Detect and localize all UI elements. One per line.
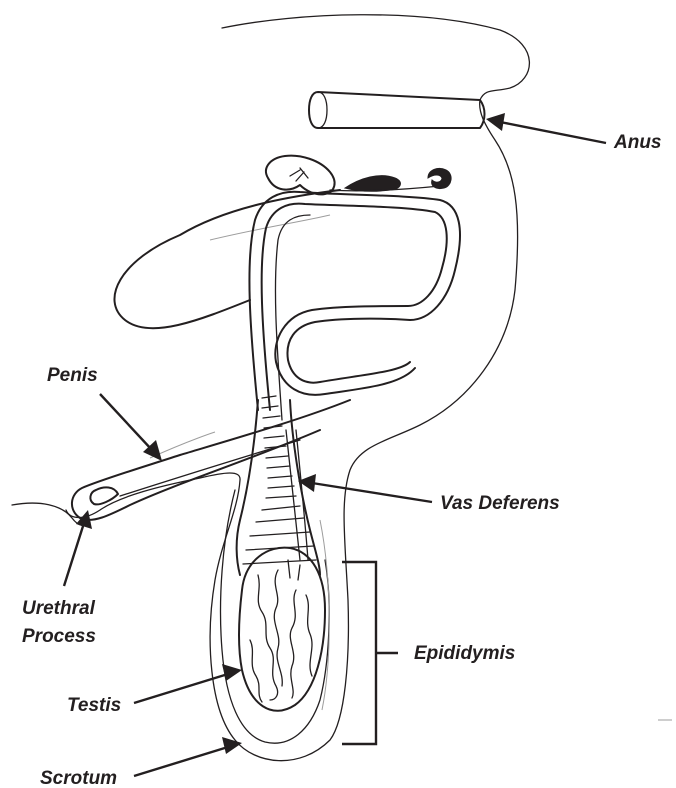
urethral-process-pointer — [64, 510, 92, 586]
body-outline — [12, 15, 672, 761]
label-urethral-process-line1: Urethral — [22, 598, 96, 619]
label-penis: Penis — [47, 365, 98, 386]
vas-deferens — [249, 192, 460, 560]
label-testis: Testis — [67, 695, 121, 716]
penis-pointer — [100, 394, 162, 461]
label-anus: Anus — [613, 132, 662, 153]
scrotum-pointer — [134, 737, 242, 776]
label-epididymis: Epididymis — [414, 643, 515, 664]
label-urethral-process-line2: Process — [22, 626, 96, 647]
anus-pointer — [486, 113, 606, 143]
testis — [239, 548, 325, 711]
bladder — [114, 190, 340, 328]
rectum — [309, 92, 485, 128]
epididymis-bracket — [342, 562, 398, 744]
label-vas-deferens: Vas Deferens — [440, 493, 560, 514]
testis-pointer — [134, 664, 242, 703]
vas-deferens-pointer — [298, 474, 432, 502]
accessory-glands — [266, 156, 451, 195]
label-scrotum: Scrotum — [40, 768, 117, 788]
